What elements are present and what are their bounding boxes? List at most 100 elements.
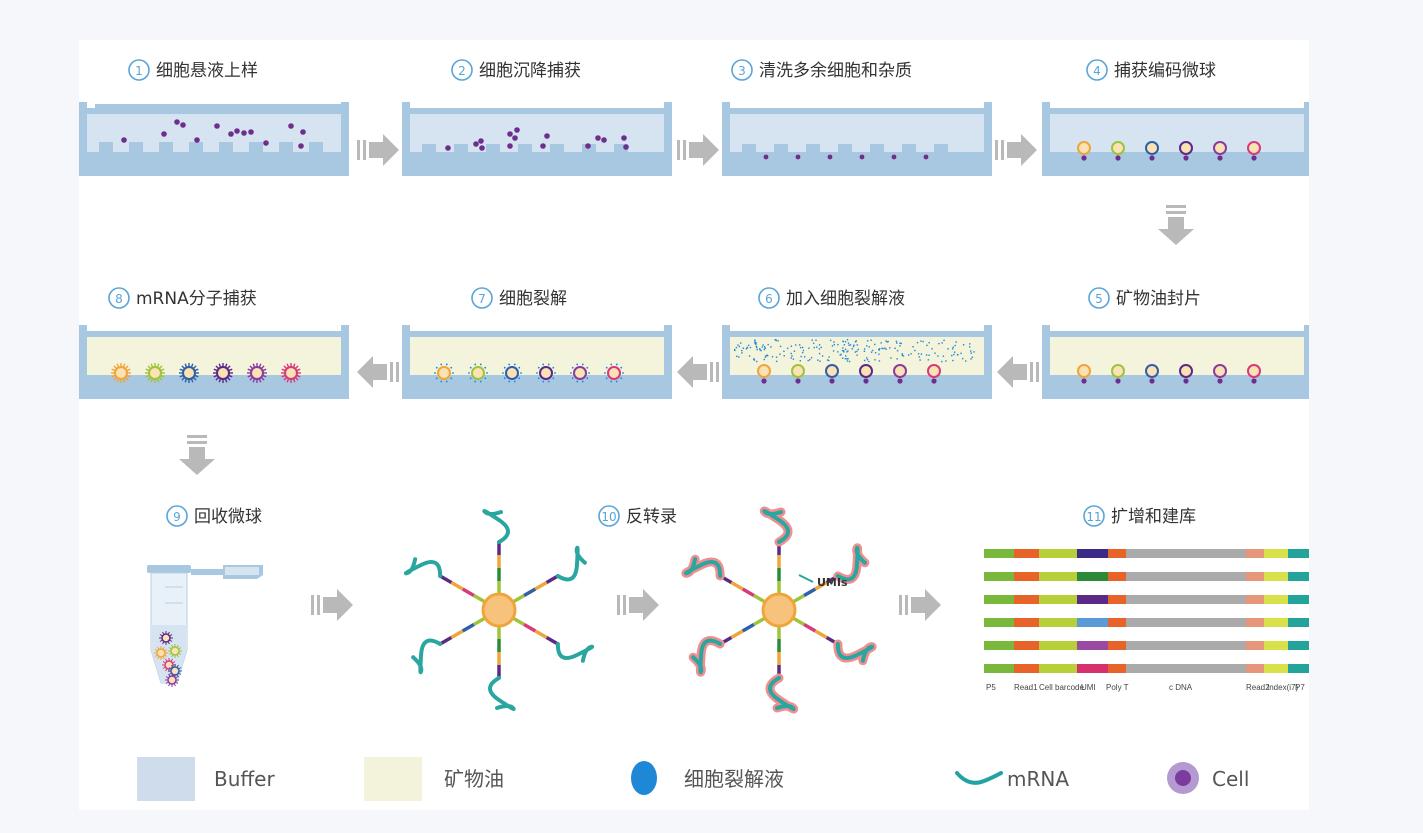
library-segment-label: P7	[1295, 683, 1305, 692]
chip-step3	[722, 102, 992, 176]
barcode-bead	[859, 364, 873, 384]
library-segment	[1246, 572, 1264, 581]
legend-buffer-label: Buffer	[214, 767, 275, 791]
step-label: 细胞裂解	[499, 289, 567, 309]
barcode-bead	[1247, 364, 1261, 384]
library-segment	[1264, 595, 1288, 604]
barcode-bead	[111, 363, 131, 383]
library-segment	[1014, 618, 1039, 627]
library-segment-label: Read2	[1246, 683, 1270, 692]
library-segment	[1126, 572, 1246, 581]
library-segment	[1014, 572, 1039, 581]
step-number-badge	[166, 505, 188, 527]
chip-step4	[1042, 102, 1312, 176]
legend-mrna-swatch	[955, 771, 1003, 785]
library-segment	[1288, 572, 1309, 581]
arrow-6-7	[677, 356, 719, 388]
library-segment	[1077, 595, 1108, 604]
library-segment	[1039, 618, 1077, 627]
library-segment	[984, 595, 1014, 604]
library-segment-label: c DNA	[1169, 683, 1193, 692]
barcode-bead	[1077, 141, 1091, 161]
barcode-bead	[1179, 364, 1193, 384]
arrow-7-8	[357, 356, 399, 388]
well-bumps	[87, 142, 341, 156]
cells-suspended	[121, 119, 306, 149]
library-segment	[1108, 572, 1126, 581]
barcode-bead	[791, 364, 805, 384]
barcode-bead	[1111, 364, 1125, 384]
legend-buffer-swatch	[137, 757, 195, 801]
chip-step6	[722, 325, 992, 399]
barcode-bead	[825, 364, 839, 384]
library-segment	[1039, 641, 1077, 650]
library-segment	[1264, 641, 1288, 650]
step-label: 矿物油封片	[1116, 289, 1201, 309]
library-segment	[1126, 549, 1246, 558]
step-number-badge	[451, 59, 473, 81]
library-segment-label: Read1	[1014, 683, 1038, 692]
library-segment	[1264, 549, 1288, 558]
arrow-2-3	[677, 134, 719, 166]
beads-with-mrna	[111, 363, 301, 383]
library-segment	[1039, 572, 1077, 581]
library-segment	[1108, 595, 1126, 604]
step-number: 6	[765, 292, 773, 306]
collection-tube	[147, 565, 263, 687]
barcode-bead	[1111, 141, 1125, 161]
step-label: 捕获编码微球	[1114, 61, 1216, 81]
step-number-badge	[1088, 287, 1110, 309]
barcode-bead	[1247, 141, 1261, 161]
library-segment	[1039, 595, 1077, 604]
library-segment	[1077, 572, 1108, 581]
library-segment-label: Cell barcode	[1039, 683, 1084, 692]
chip-step8	[79, 325, 349, 399]
bead-with-probes	[403, 509, 595, 711]
library-segment	[1077, 618, 1108, 627]
library-segment	[984, 618, 1014, 627]
step-number-badge	[471, 287, 493, 309]
beads-cells	[757, 364, 941, 384]
library-segment-label: UMI	[1081, 683, 1096, 692]
step-label: 清洗多余细胞和杂质	[759, 61, 912, 81]
library-segment	[1288, 618, 1309, 627]
library-segment	[1108, 664, 1126, 673]
library-segment	[1039, 664, 1077, 673]
library-segment	[1246, 618, 1264, 627]
library-segment	[1014, 641, 1039, 650]
step-number-badge	[128, 59, 150, 81]
library-segment	[1014, 595, 1039, 604]
library-segment	[1108, 618, 1126, 627]
barcode-bead	[1145, 141, 1159, 161]
barcode-bead	[604, 363, 624, 383]
library-segment	[1246, 641, 1264, 650]
barcode-bead	[179, 363, 199, 383]
library-segment	[1264, 664, 1288, 673]
step-title-6: 6 加入细胞裂解液	[758, 287, 905, 309]
library-segment	[1288, 595, 1309, 604]
legend-mrna-label: mRNA	[1007, 767, 1069, 791]
legend: Buffer 矿物油 细胞裂解液 mRNA Cell	[137, 757, 1249, 801]
barcode-bead	[893, 364, 907, 384]
library-segment	[1039, 549, 1077, 558]
step-number-badge	[108, 287, 130, 309]
library-segment	[984, 549, 1014, 558]
library-segment	[984, 664, 1014, 673]
arrow-8-9	[179, 435, 215, 475]
library-segment	[1126, 664, 1246, 673]
barcode-bead	[247, 363, 267, 383]
step-label: 回收微球	[194, 507, 262, 527]
barcode-bead	[1179, 141, 1193, 161]
library-segment	[984, 641, 1014, 650]
arrow-5-6	[997, 356, 1039, 388]
barcode-bead	[281, 363, 301, 383]
step-label: 加入细胞裂解液	[786, 289, 905, 309]
